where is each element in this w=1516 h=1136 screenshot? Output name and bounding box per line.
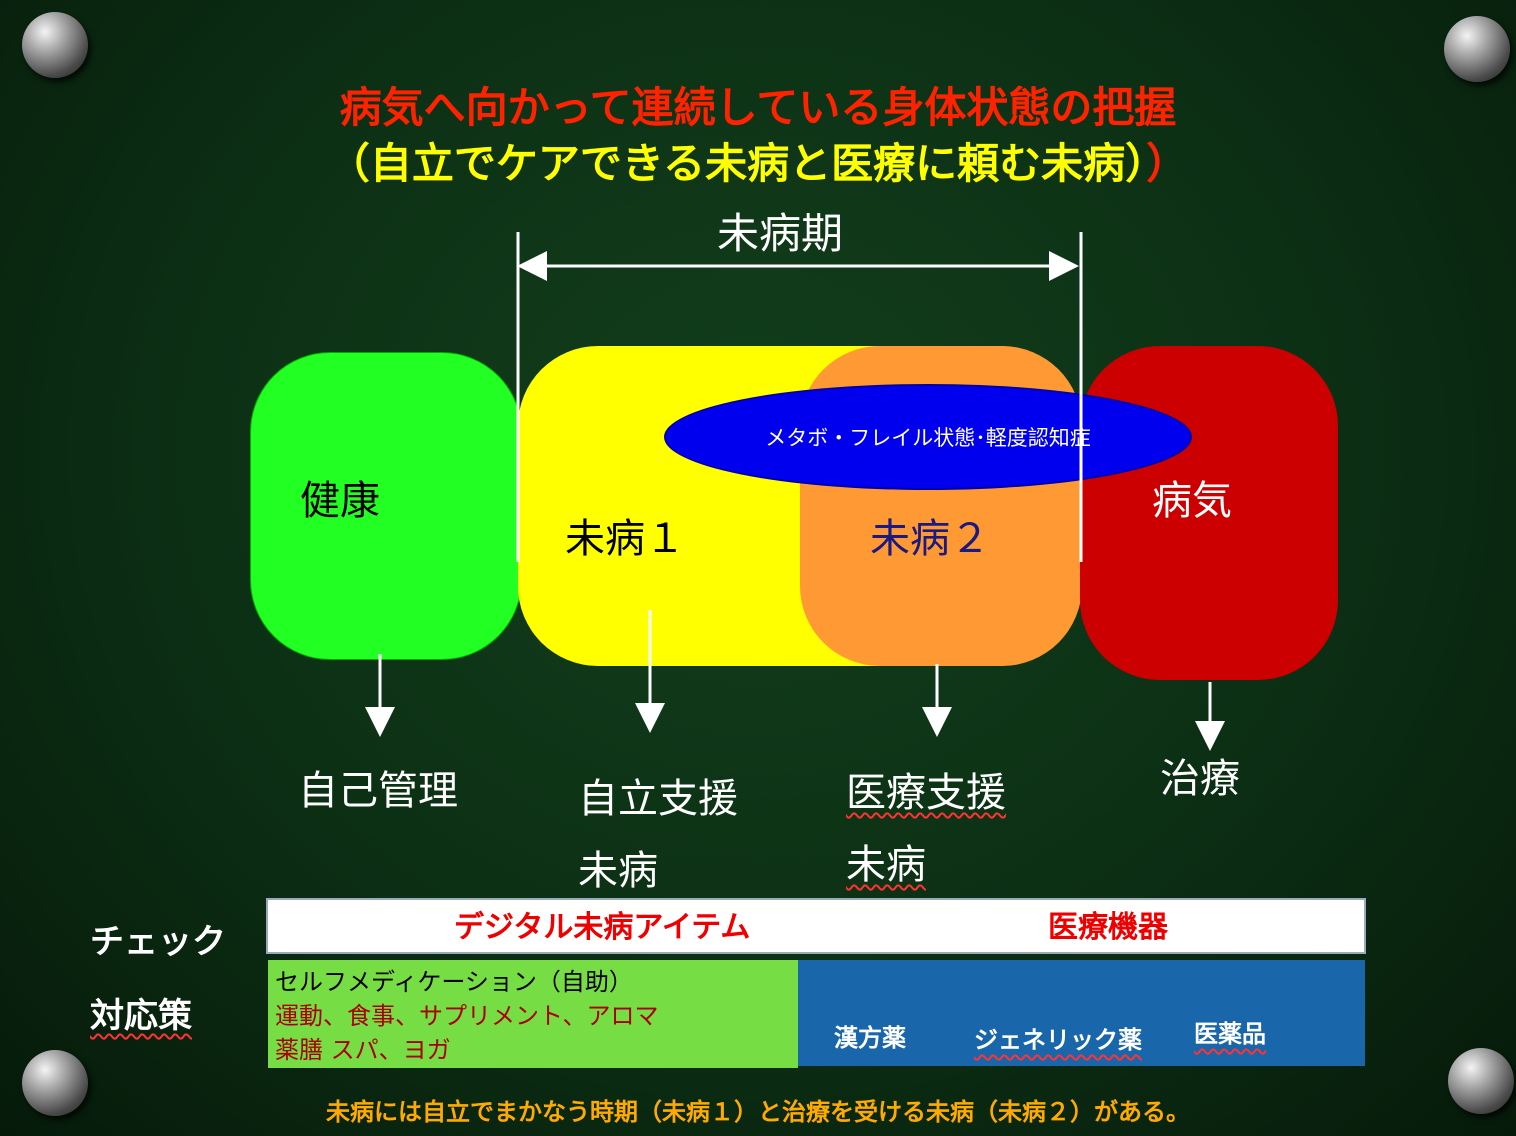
corner-pin-bottom-right: [1448, 1048, 1514, 1114]
slide-subtitle: （自立でケアできる未病と医療に頼む未病））: [0, 130, 1516, 191]
self-medication-line1: 運動、食事、サプリメント、アロマ: [275, 1002, 659, 1030]
response-mibyo2-line2: 未病: [846, 842, 926, 888]
stage-label-mibyo1: 未病１: [565, 516, 685, 562]
self-medication-title: セルフメディケーション（自助）: [275, 968, 633, 996]
footer-note: 未病には自立でまかなう時期（未病１）と治療を受ける未病（未病２）がある。: [326, 1098, 1190, 1126]
stage-label-disease: 病気: [1152, 478, 1232, 524]
measures-row-label: 対応策: [90, 996, 192, 1036]
overlap-condition-oval: メタボ・フレイル状態･軽度認知症: [664, 384, 1192, 490]
corner-pin-bottom-left: [22, 1050, 88, 1116]
corner-pin-top-left: [22, 12, 88, 78]
response-disease: 治療: [1160, 756, 1240, 802]
slide-title: 病気へ向かって連続している身体状態の把握: [339, 83, 1177, 132]
medicine-generic: ジェネリック薬: [974, 1026, 1142, 1054]
check-row-label: チェック: [90, 922, 226, 962]
medicine-kampo: 漢方薬: [834, 1024, 906, 1052]
self-medication-line2: 薬膳 スパ、ヨガ: [275, 1036, 451, 1064]
check-digital-items: デジタル未病アイテム: [454, 910, 751, 945]
response-mibyo1-line2: 未病: [578, 848, 658, 894]
response-health: 自己管理: [298, 768, 458, 814]
medicine-pharma: 医薬品: [1194, 1020, 1266, 1048]
subtitle-text: （自立でケアできる未病と医療に頼む未病）: [327, 139, 1147, 188]
self-medication-panel: [268, 960, 798, 1068]
stage-label-health: 健康: [300, 478, 380, 524]
response-mibyo2-line1: 医療支援: [846, 770, 1006, 816]
stage-label-mibyo2: 未病２: [870, 516, 990, 562]
response-mibyo1-line1: 自立支援: [578, 776, 738, 822]
corner-pin-top-right: [1444, 16, 1510, 82]
medicine-panel: [798, 960, 1365, 1066]
check-bar: [266, 898, 1366, 954]
check-medical-device: 医療機器: [1048, 910, 1168, 945]
stage-box-health: [250, 352, 522, 660]
overlap-condition-label: メタボ・フレイル状態･軽度認知症: [765, 426, 1091, 450]
subtitle-extra-paren: ）: [1146, 139, 1189, 188]
period-label: 未病期: [716, 209, 843, 258]
